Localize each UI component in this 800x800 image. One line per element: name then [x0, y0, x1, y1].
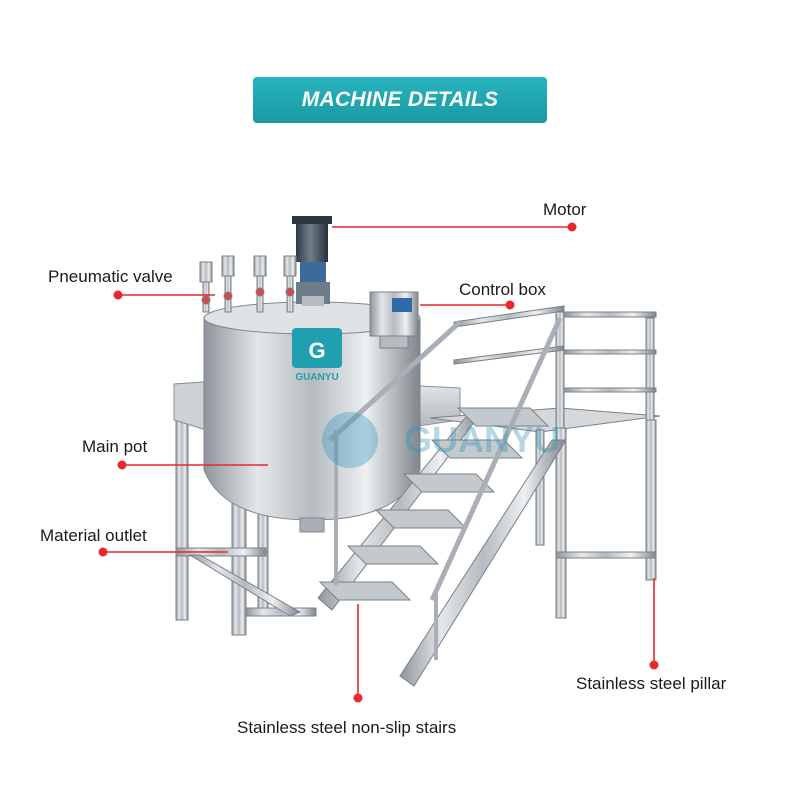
motor-dot	[567, 222, 577, 232]
pillar-label: Stainless steel pillar	[576, 674, 727, 693]
stairs	[317, 316, 567, 687]
pillar-dot	[649, 660, 659, 670]
main-pot-dot	[117, 460, 127, 470]
svg-text:G: G	[308, 338, 325, 363]
valve-dot	[113, 290, 123, 300]
callout-pointers	[98, 222, 659, 703]
motor-label: Motor	[543, 200, 587, 219]
control-box	[369, 291, 419, 349]
motor	[292, 216, 332, 306]
tank-logo-text: GUANYU	[295, 372, 338, 383]
outlet-dot	[98, 547, 108, 557]
title-banner: MACHINE DETAILS	[253, 77, 547, 123]
pneumatic-valve-label: Pneumatic valve	[48, 267, 173, 286]
main-pot	[203, 301, 421, 533]
pneumatic-valves	[199, 255, 297, 313]
main-pot-label: Main pot	[82, 437, 148, 456]
stairs-label: Stainless steel non-slip stairs	[237, 718, 457, 737]
stairs-dot	[353, 693, 363, 703]
tank-logo: G GUANYU	[292, 328, 342, 383]
material-outlet-label: Material outlet	[40, 526, 147, 545]
page-title: MACHINE DETAILS	[301, 88, 499, 111]
watermark: GUANYU	[322, 412, 560, 468]
control-box-dot	[505, 300, 515, 310]
control-box-label: Control box	[459, 280, 546, 299]
watermark-text: GUANYU	[404, 419, 560, 460]
